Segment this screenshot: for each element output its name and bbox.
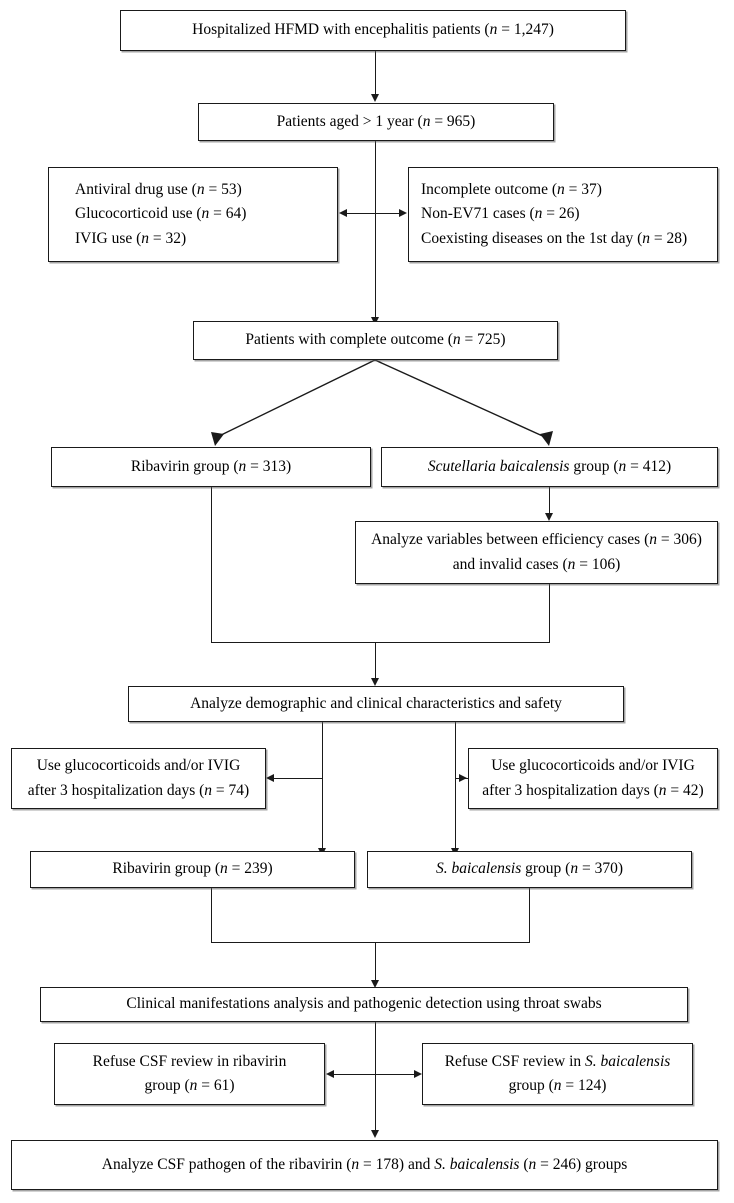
arrowhead-exclusion-right — [399, 209, 407, 217]
node-refuse-csf-sbaicalensis: Refuse CSF review in S. baicalensis grou… — [422, 1043, 693, 1105]
node-text: Ribavirin group (n = 239) — [112, 860, 273, 878]
node-text-line-2: group (n = 124) — [508, 1077, 607, 1094]
node-scutellaria-group-412: Scutellaria baicalensis group (n = 412) — [381, 447, 718, 487]
node-analyze-variables: Analyze variables between efficiency cas… — [355, 521, 718, 584]
arrowhead-to-analyze-variables — [545, 513, 553, 521]
arrowhead-exclusion-left — [339, 209, 347, 217]
arrowhead-to-analyze-csf — [371, 1130, 379, 1138]
node-clinical-manifestations: Clinical manifestations analysis and pat… — [40, 987, 688, 1022]
connector-to-demographic — [375, 642, 377, 680]
connector-ribavirin239-down — [211, 887, 213, 943]
connector-join-to-clinical — [211, 942, 530, 944]
connector-clinical-down — [375, 1021, 377, 1133]
connector-refuse-left — [334, 1074, 376, 1076]
node-ribavirin-group-313: Ribavirin group (n = 313) — [51, 447, 371, 487]
connector-variables-down — [549, 584, 551, 643]
connector-ribavirin313-down — [211, 487, 213, 643]
node-text-line-1: Refuse CSF review in S. baicalensis — [444, 1052, 671, 1070]
arrowhead-refuse-right — [414, 1070, 422, 1078]
node-text: Analyze CSF pathogen of the ribavirin (n… — [101, 1155, 628, 1173]
node-text-line-1: Antiviral drug use (n = 53) — [75, 180, 242, 198]
node-refuse-csf-ribavirin: Refuse CSF review in ribavirin group (n … — [54, 1043, 325, 1105]
arrowhead-glucocorticoid-right — [459, 774, 467, 782]
node-glucocorticoid-ivig-left: Use glucocorticoids and/or IVIG after 3 … — [11, 748, 266, 809]
node-hospitalized-patients: Hospitalized HFMD with encephalitis pati… — [120, 10, 626, 51]
connector-join-to-demographic — [211, 642, 550, 644]
arrowhead-glucocorticoid-left — [266, 774, 274, 782]
connector-glucocorticoid-left — [274, 778, 323, 780]
node-text-line-2: Glucocorticoid use (n = 64) — [75, 205, 247, 223]
node-text-line-2: group (n = 61) — [144, 1077, 235, 1094]
node-text-line-1: Analyze variables between efficiency cas… — [371, 531, 702, 549]
connector-refuse-right — [375, 1074, 415, 1076]
node-text-line-2: and invalid cases (n = 106) — [452, 555, 621, 573]
node-text: Patients with complete outcome (n = 725) — [245, 331, 506, 349]
node-excluded-outcomes: Incomplete outcome (n = 37) Non-EV71 cas… — [408, 167, 718, 262]
node-text-line-3: IVIG use (n = 32) — [75, 229, 187, 247]
node-ribavirin-group-239: Ribavirin group (n = 239) — [30, 851, 355, 888]
node-text-line-2: Non-EV71 cases (n = 26) — [421, 205, 580, 223]
node-text: Patients aged > 1 year (n = 965) — [276, 112, 476, 130]
arrowhead-refuse-left — [326, 1070, 334, 1078]
node-text-line-1: Incomplete outcome (n = 37) — [421, 180, 602, 198]
node-analyze-csf-pathogen: Analyze CSF pathogen of the ribavirin (n… — [11, 1140, 718, 1190]
connector-to-clinical — [375, 942, 377, 982]
connector-demographic-left-drop — [322, 721, 324, 851]
node-text-line-2: after 3 hospitalization days (n = 74) — [27, 781, 250, 799]
node-text: Scutellaria baicalensis group (n = 412) — [427, 457, 672, 475]
node-text: Hospitalized HFMD with encephalitis pati… — [192, 21, 554, 39]
node-sbaicalensis-group-370: S. baicalensis group (n = 370) — [367, 851, 692, 888]
arrowhead-to-aged — [371, 94, 379, 102]
node-text-line-1: Use glucocorticoids and/or IVIG — [36, 757, 241, 775]
connector-exclusion-right — [375, 213, 400, 215]
node-text-line-3: Coexisting diseases on the 1st day (n = … — [421, 229, 688, 247]
node-text: S. baicalensis group (n = 370) — [436, 860, 623, 878]
node-text: Clinical manifestations analysis and pat… — [126, 995, 602, 1013]
node-glucocorticoid-ivig-right: Use glucocorticoids and/or IVIG after 3 … — [468, 748, 718, 809]
connector-aged-to-complete — [375, 141, 377, 319]
connector-sbaicalensis370-down — [529, 887, 531, 943]
node-text-line-1: Use glucocorticoids and/or IVIG — [491, 757, 695, 775]
arrowhead-to-clinical — [371, 980, 379, 988]
node-text: Ribavirin group (n = 313) — [130, 457, 292, 475]
connector-hospitalized-to-aged — [375, 51, 377, 95]
node-text-line-1: Refuse CSF review in ribavirin — [92, 1052, 287, 1070]
node-text: Analyze demographic and clinical charact… — [190, 694, 562, 712]
node-excluded-treatments: Antiviral drug use (n = 53) Glucocortico… — [48, 167, 338, 262]
connector-exclusion-left — [347, 213, 376, 215]
node-complete-outcome: Patients with complete outcome (n = 725) — [193, 321, 558, 360]
connector-demographic-right-drop — [455, 721, 457, 851]
node-patients-aged: Patients aged > 1 year (n = 965) — [198, 103, 554, 141]
node-text-line-2: after 3 hospitalization days (n = 42) — [482, 781, 704, 799]
node-analyze-demographic: Analyze demographic and clinical charact… — [128, 686, 624, 722]
connector-scutellaria-to-variables — [549, 487, 551, 515]
arrowhead-to-demographic — [371, 678, 379, 686]
